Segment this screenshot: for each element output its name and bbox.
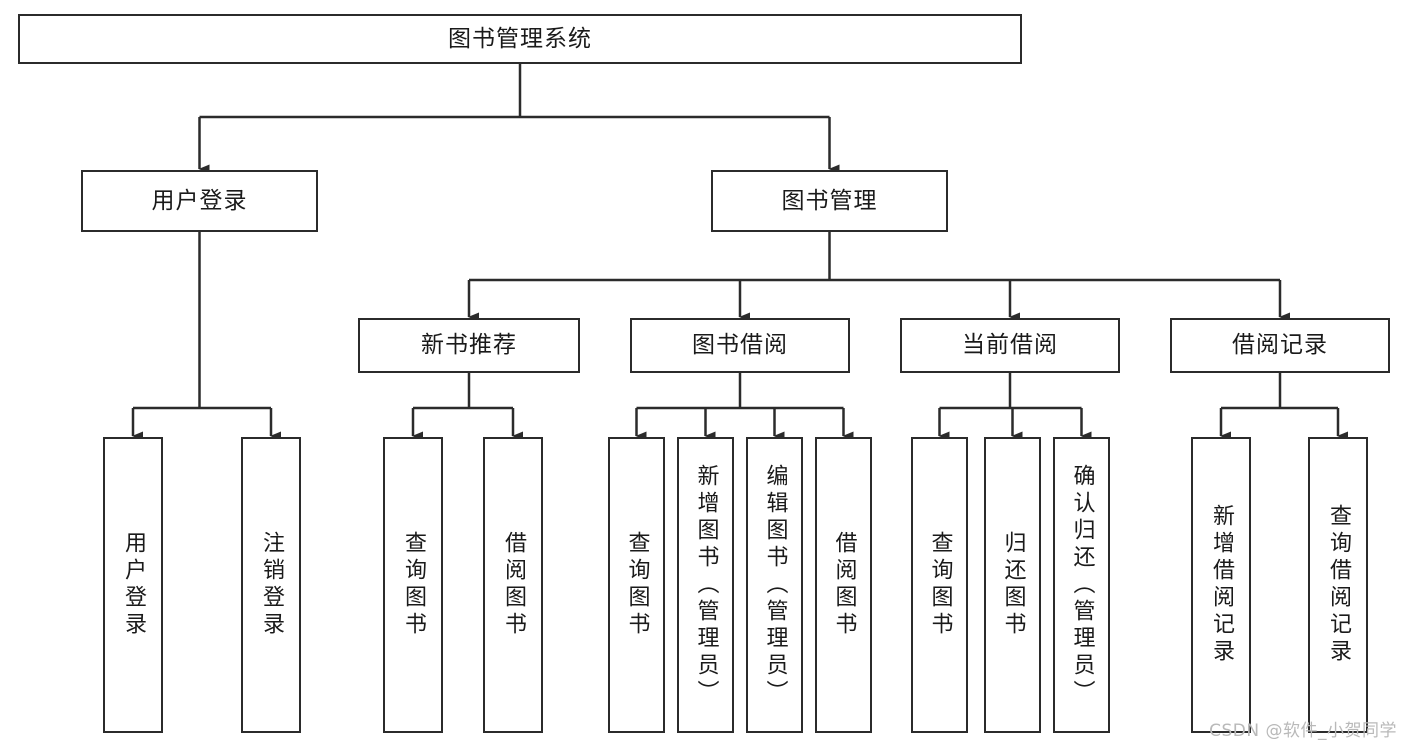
node-l-qrec[interactable]: 查询借阅记录	[1308, 437, 1368, 733]
node-l-addrec[interactable]: 新增借阅记录	[1191, 437, 1251, 733]
node-current[interactable]: 当前借阅	[900, 318, 1120, 373]
node-label: 编辑图书（管理员）	[762, 463, 788, 707]
node-l-borrowbook1[interactable]: 借阅图书	[483, 437, 543, 733]
node-newbook[interactable]: 新书推荐	[358, 318, 580, 373]
node-label: 借阅图书	[501, 531, 526, 639]
node-label: 归还图书	[1000, 531, 1026, 639]
node-label: 图书借阅	[692, 332, 788, 358]
node-bookmgmt[interactable]: 图书管理	[711, 170, 948, 232]
node-label: 新增图书（管理员）	[693, 463, 719, 707]
edge-paths	[131, 64, 1348, 441]
node-l-confirm[interactable]: 确认归还（管理员）	[1053, 437, 1110, 733]
watermark-label: CSDN @软件_小贺同学	[1209, 721, 1397, 741]
node-l-qbook3[interactable]: 查询图书	[911, 437, 968, 733]
node-records[interactable]: 借阅记录	[1170, 318, 1390, 373]
node-label: 查询图书	[401, 531, 426, 639]
node-borrow[interactable]: 图书借阅	[630, 318, 850, 373]
node-label: 借阅记录	[1232, 332, 1328, 358]
node-label: 图书管理	[781, 187, 878, 214]
node-label: 用户登录	[121, 531, 146, 639]
node-root[interactable]: 图书管理系统	[18, 14, 1022, 64]
node-label: 查询图书	[624, 531, 650, 639]
node-label: 图书管理系统	[448, 25, 592, 52]
node-label: 当前借阅	[962, 332, 1058, 358]
node-l-return[interactable]: 归还图书	[984, 437, 1041, 733]
node-l-addbook[interactable]: 新增图书（管理员）	[677, 437, 734, 733]
node-login[interactable]: 用户登录	[81, 170, 318, 232]
node-label: 查询图书	[927, 531, 953, 639]
node-label: 借阅图书	[831, 531, 857, 639]
node-l-qbook1[interactable]: 查询图书	[383, 437, 443, 733]
node-l-logout[interactable]: 注销登录	[241, 437, 301, 733]
node-l-userlogin[interactable]: 用户登录	[103, 437, 163, 733]
node-label: 新书推荐	[421, 332, 517, 358]
node-label: 确认归还（管理员）	[1069, 463, 1095, 707]
node-label: 查询借阅记录	[1326, 504, 1351, 666]
node-l-qbook2[interactable]: 查询图书	[608, 437, 665, 733]
node-l-editbook[interactable]: 编辑图书（管理员）	[746, 437, 803, 733]
node-label: 注销登录	[259, 531, 284, 639]
node-label: 用户登录	[151, 187, 248, 214]
node-l-borrowbook2[interactable]: 借阅图书	[815, 437, 872, 733]
node-label: 新增借阅记录	[1209, 504, 1234, 666]
